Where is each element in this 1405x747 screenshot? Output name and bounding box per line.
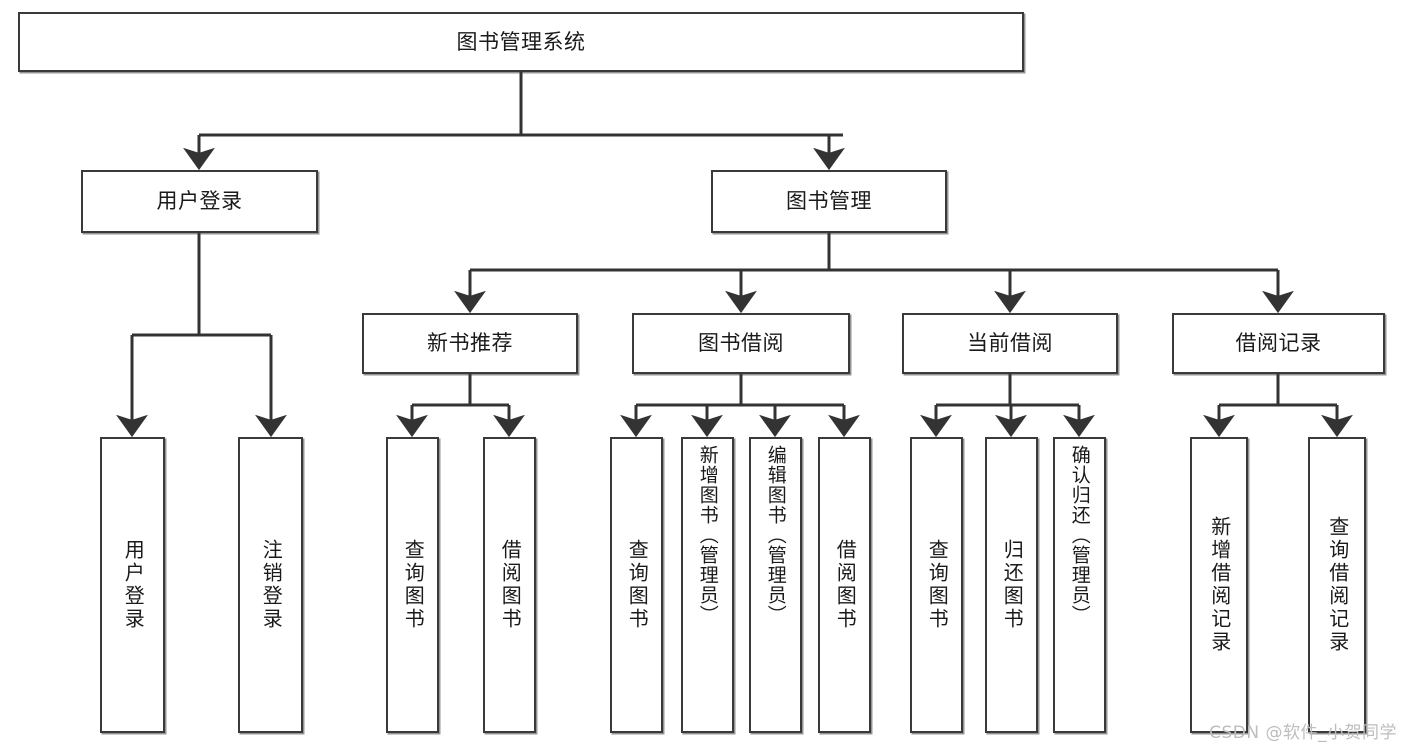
node-label: 新增借阅记录 [1207,516,1232,654]
leaf-node-query-book-1[interactable]: 查询图书 [386,437,439,733]
leaf-node-borrow-book-2[interactable]: 借阅图书 [818,437,871,733]
leaf-node-query-book-3[interactable]: 查询图书 [910,437,963,733]
node-label: 借阅图书 [498,539,523,631]
node-label: 归还图书 [1000,539,1025,631]
leaf-node-borrow-book-1[interactable]: 借阅图书 [483,437,536,733]
node-label: 注销登录 [259,539,284,631]
node-label: 图书借阅 [698,331,784,356]
node-book-management[interactable]: 图书管理 [711,170,947,233]
node-borrow-records[interactable]: 借阅记录 [1172,313,1385,374]
node-label: 确认归还（管理员） [1068,445,1091,625]
node-user-login[interactable]: 用户登录 [81,170,318,233]
leaf-node-query-book-2[interactable]: 查询图书 [610,437,663,733]
leaf-node-edit-book[interactable]: 编辑图书（管理员） [749,437,802,733]
leaf-node-add-book[interactable]: 新增图书（管理员） [681,437,734,733]
node-new-book-recommend[interactable]: 新书推荐 [362,313,578,374]
leaf-node-add-record[interactable]: 新增借阅记录 [1190,437,1248,733]
leaf-node-logout[interactable]: 注销登录 [238,437,303,733]
node-label: 查询图书 [625,539,650,631]
node-label: 图书管理 [786,189,872,214]
node-label: 查询图书 [401,539,426,631]
node-label: 用户登录 [121,539,146,631]
node-label: 新增图书（管理员） [696,445,719,625]
watermark-text: CSDN @软件_小贺同学 [1209,723,1397,743]
node-label: 查询图书 [925,539,950,631]
node-label: 查询借阅记录 [1325,516,1350,654]
leaf-node-return-book[interactable]: 归还图书 [985,437,1038,733]
node-root-title[interactable]: 图书管理系统 [18,12,1024,72]
node-label: 图书管理系统 [456,29,586,54]
node-label: 新书推荐 [427,331,513,356]
node-label: 当前借阅 [967,331,1053,356]
node-label: 编辑图书（管理员） [764,445,787,625]
leaf-node-query-record[interactable]: 查询借阅记录 [1308,437,1366,733]
leaf-node-user-login[interactable]: 用户登录 [100,437,165,733]
leaf-node-confirm-return[interactable]: 确认归还（管理员） [1053,437,1106,733]
node-label: 用户登录 [156,189,243,214]
node-book-borrow[interactable]: 图书借阅 [632,313,850,374]
node-label: 借阅图书 [833,539,858,631]
node-label: 借阅记录 [1235,331,1322,356]
node-current-borrow[interactable]: 当前借阅 [902,313,1118,374]
